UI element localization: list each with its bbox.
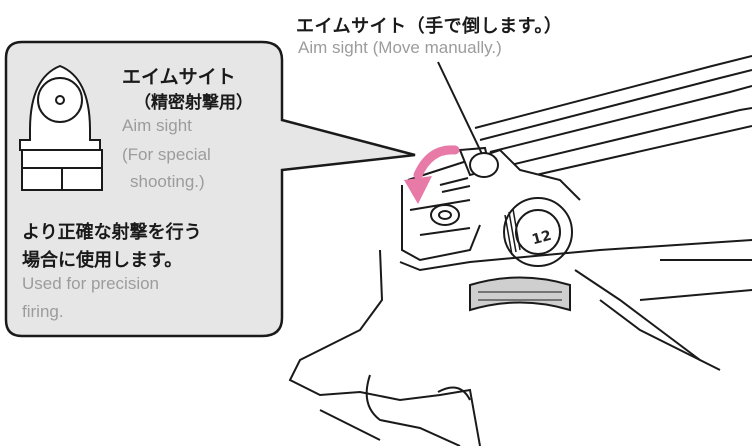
box-desc-jp-2: 場合に使用します。 (22, 250, 183, 271)
rotation-arrow-head (404, 176, 432, 204)
box-desc-en-2: firing. (22, 302, 64, 321)
aim-sight-label-jp: エイムサイト（手で倒します。） (296, 16, 563, 37)
box-desc-en-1: Used for precision (22, 274, 160, 293)
box-desc-jp-1: より正確な射撃を行う (22, 222, 202, 243)
box-title-jp-1: エイムサイト (122, 66, 236, 88)
pistol-illustration (288, 55, 752, 446)
box-title-jp-2: （精密射撃用） (134, 93, 253, 113)
box-title-en-2: (For special (122, 145, 211, 164)
box-title-en-3: shooting.) (130, 172, 205, 191)
aim-sight-leader-line (437, 61, 483, 155)
box-title-en-1: Aim sight (122, 116, 192, 135)
info-callout-box (4, 40, 416, 338)
aim-sight-icon (19, 64, 103, 191)
aim-sight-label-en: Aim sight (Move manually.) (298, 38, 502, 57)
rotation-arrow (413, 145, 460, 180)
